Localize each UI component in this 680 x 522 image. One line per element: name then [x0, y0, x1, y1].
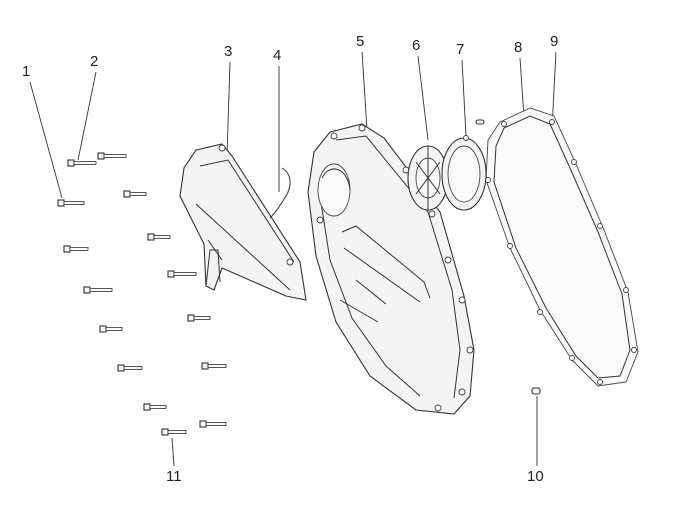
callout-10: 10: [527, 468, 544, 485]
bolt-icon: [147, 233, 171, 241]
leader-7: [461, 59, 467, 137]
bolt-icon: [123, 190, 147, 198]
leader-1: [29, 81, 63, 199]
bolt-icon: [57, 199, 85, 207]
leader-11: [171, 437, 175, 467]
filter-screen: [407, 145, 449, 211]
bolt-icon: [187, 314, 211, 322]
guard-cover: [179, 143, 307, 301]
callout-6: 6: [412, 37, 421, 54]
leader-6: [417, 55, 429, 141]
seal-ring: [441, 135, 487, 211]
callout-4: 4: [273, 47, 282, 64]
bolts: [57, 152, 227, 436]
bolt-icon: [67, 159, 97, 167]
leader-2: [77, 71, 97, 161]
leader-8: [519, 57, 525, 119]
bolt-icon: [199, 420, 227, 428]
bolt-icon: [143, 403, 167, 411]
callout-8: 8: [514, 39, 523, 56]
callout-2: 2: [90, 53, 99, 70]
callout-11: 11: [166, 468, 182, 485]
cover-gasket: [485, 107, 639, 387]
bolt-icon: [201, 362, 227, 370]
callout-9: 9: [550, 33, 559, 50]
callout-3: 3: [224, 43, 233, 60]
bolt-icon: [83, 286, 113, 294]
callout-7: 7: [456, 41, 465, 58]
bolt-icon: [161, 428, 187, 436]
spring-clip: [269, 167, 291, 219]
bolt-icon: [117, 364, 143, 372]
bolt-icon: [63, 245, 89, 253]
callout-5: 5: [356, 33, 365, 50]
bolt-icon: [99, 325, 123, 333]
callout-1: 1: [22, 63, 31, 80]
outer-case-cover: [307, 123, 475, 415]
bolt-icon: [97, 152, 127, 160]
bolt-icon: [167, 270, 197, 278]
